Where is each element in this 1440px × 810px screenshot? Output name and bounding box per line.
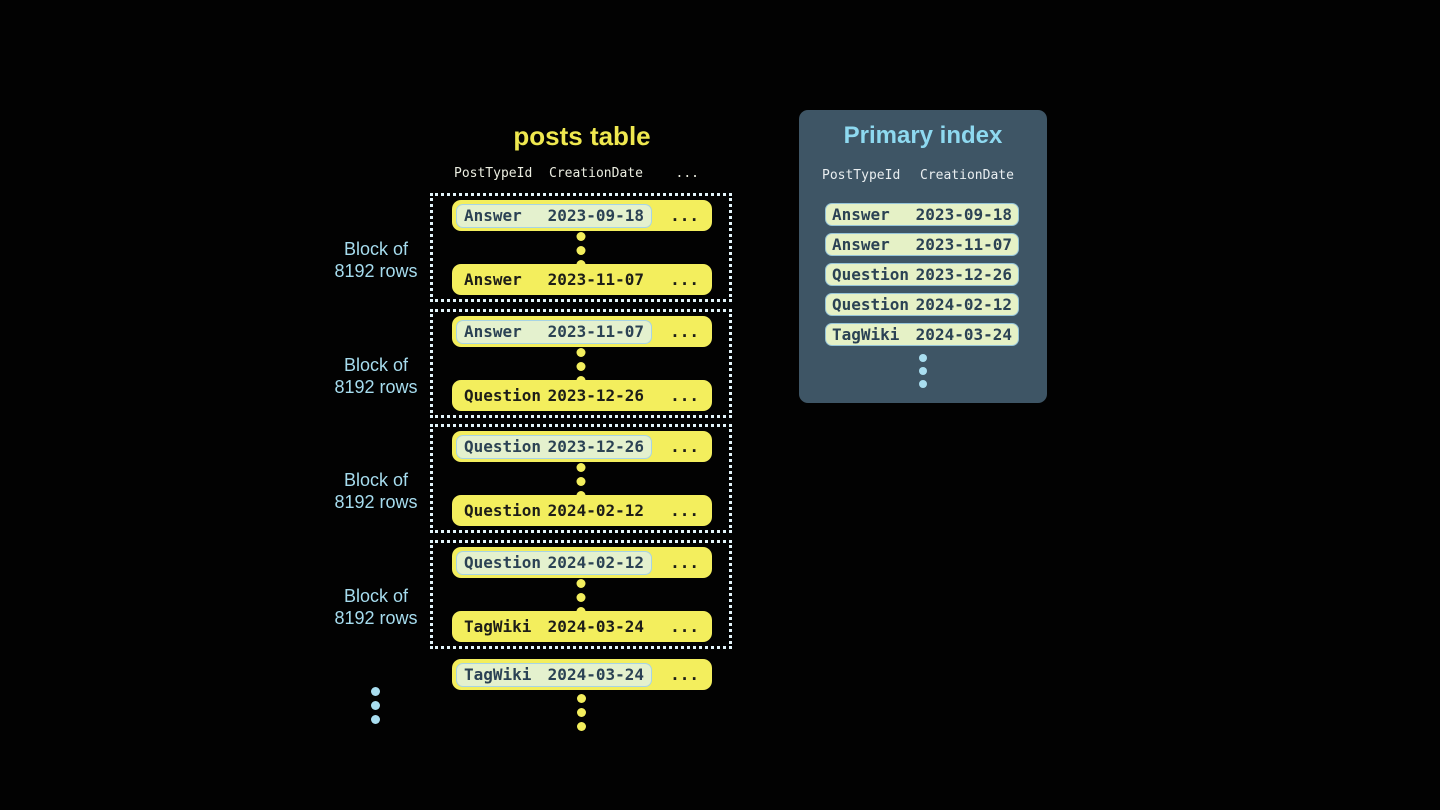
index-mark-highlight: TagWiki 2024-03-24: [456, 662, 652, 687]
creation-date: 2023-11-07: [547, 322, 644, 341]
more-rows-dots: [577, 694, 586, 731]
table-row: Question 2023-12-26 ...: [452, 380, 712, 411]
creation-date: 2024-03-24: [547, 617, 644, 636]
index-row: TagWiki 2024-03-24: [825, 323, 1019, 346]
row-block-4: Question 2024-02-12 ... TagWiki 2024-03-…: [430, 540, 732, 649]
primary-index-column-headers: PostTypeId CreationDate: [799, 168, 1047, 185]
posts-col-ellipsis: ...: [675, 166, 699, 181]
creation-date: 2023-09-18: [547, 206, 644, 225]
row-block-1: Answer 2023-09-18 ... Answer 2023-11-07 …: [430, 193, 732, 302]
post-type: Answer: [464, 270, 522, 289]
creation-date: 2024-02-12: [547, 553, 644, 572]
creation-date: 2023-09-18: [915, 205, 1012, 224]
post-type: Question: [464, 553, 542, 572]
post-type: Answer: [832, 205, 890, 224]
creation-date: 2023-12-26: [547, 386, 644, 405]
index-mark-highlight: Answer 2023-09-18: [456, 203, 652, 228]
row-ellipsis: ...: [670, 322, 699, 341]
posts-col-posttypeid: PostTypeId: [454, 166, 533, 181]
row-ellipsis: ...: [670, 206, 699, 225]
row-ellipsis: ...: [670, 665, 699, 684]
index-row: Question 2024-02-12: [825, 293, 1019, 316]
index-row: Question 2023-12-26: [825, 263, 1019, 286]
post-type: Question: [464, 386, 542, 405]
index-row: Answer 2023-11-07: [825, 233, 1019, 256]
row-block-2: Answer 2023-11-07 ... Question 2023-12-2…: [430, 309, 732, 418]
index-mark-highlight: Question 2024-02-12: [456, 550, 652, 575]
creation-date: 2023-11-07: [547, 270, 644, 289]
table-row: Answer 2023-11-07 ...: [452, 264, 712, 295]
creation-date: 2024-03-24: [547, 665, 644, 684]
post-type: Answer: [464, 322, 522, 341]
posts-table-title: posts table: [513, 121, 651, 151]
more-index-entries-dots: [919, 354, 927, 388]
table-row: Answer 2023-11-07 ...: [452, 316, 712, 347]
creation-date: 2024-02-12: [547, 501, 644, 520]
post-type: Question: [832, 265, 910, 284]
post-type: Answer: [464, 206, 522, 225]
post-type: TagWiki: [832, 325, 900, 344]
post-type: TagWiki: [464, 617, 532, 636]
index-col-posttypeid: PostTypeId: [822, 168, 901, 183]
index-row: Answer 2023-09-18: [825, 203, 1019, 226]
row-ellipsis: ...: [670, 553, 699, 572]
creation-date: 2024-02-12: [915, 295, 1012, 314]
more-blocks-dots: [371, 687, 380, 724]
table-row: Answer 2023-09-18 ...: [452, 200, 712, 231]
row-ellipsis: ...: [670, 386, 699, 405]
primary-index-panel: Primary index PostTypeId CreationDate An…: [799, 110, 1047, 403]
row-ellipsis: ...: [670, 501, 699, 520]
creation-date: 2023-12-26: [547, 437, 644, 456]
post-type: Question: [464, 501, 542, 520]
table-row: Question 2023-12-26 ...: [452, 431, 712, 462]
row-block-3: Question 2023-12-26 ... Question 2024-02…: [430, 424, 732, 533]
creation-date: 2023-11-07: [915, 235, 1012, 254]
index-mark-highlight: Answer 2023-11-07: [456, 319, 652, 344]
row-ellipsis: ...: [670, 617, 699, 636]
block-label-2: Block of 8192 rows: [334, 355, 418, 397]
post-type: Question: [464, 437, 542, 456]
block-label-4: Block of 8192 rows: [334, 586, 418, 628]
row-ellipsis: ...: [670, 270, 699, 289]
block-label-3: Block of 8192 rows: [334, 470, 418, 512]
table-row: Question 2024-02-12 ...: [452, 495, 712, 526]
row-ellipsis: ...: [670, 437, 699, 456]
block-label-1: Block of 8192 rows: [334, 239, 418, 281]
post-type: TagWiki: [464, 665, 532, 684]
post-type: Answer: [832, 235, 890, 254]
creation-date: 2023-12-26: [915, 265, 1012, 284]
table-row: TagWiki 2024-03-24 ...: [452, 611, 712, 642]
posts-col-creationdate: CreationDate: [549, 166, 643, 181]
creation-date: 2024-03-24: [915, 325, 1012, 344]
posts-table-column-headers: PostTypeId CreationDate ...: [452, 166, 712, 183]
primary-index-title: Primary index: [843, 122, 1003, 149]
table-row-overflow: TagWiki 2024-03-24 ...: [452, 659, 712, 690]
table-row: Question 2024-02-12 ...: [452, 547, 712, 578]
index-mark-highlight: Question 2023-12-26: [456, 434, 652, 459]
index-col-creationdate: CreationDate: [920, 168, 1014, 183]
post-type: Question: [832, 295, 910, 314]
